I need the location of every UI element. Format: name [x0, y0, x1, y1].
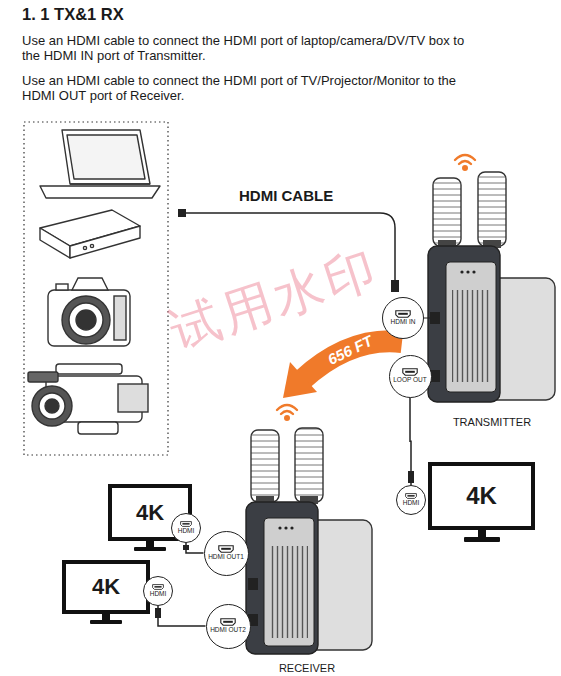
port-name: HDMI [178, 527, 195, 535]
monitor-screen: 4K [428, 462, 535, 530]
hdmi-port-icon [218, 545, 234, 553]
cable-connector [410, 398, 411, 486]
port-pins [154, 586, 161, 588]
device-unit: TRANSMITTER [426, 170, 558, 428]
source-group [24, 122, 168, 455]
receiver-device [246, 428, 372, 654]
port-outline [219, 546, 233, 552]
port-name: HDMI IN [391, 318, 416, 326]
instruction: Use an HDMI cable to connect the HDMI po… [22, 73, 484, 103]
port-pins [223, 621, 233, 623]
hdmi-port-icon [405, 493, 417, 499]
port-pins [398, 313, 408, 315]
port-outline [406, 494, 417, 499]
hdmi-port-icon [220, 618, 236, 626]
port-name: HDMI OUT2 [210, 626, 246, 634]
cable-connector [186, 543, 204, 553]
hdmi-port-icon [402, 368, 418, 376]
instruction: Use an HDMI cable to connect the HDMI po… [22, 33, 484, 63]
cable-label: HDMI CABLE [236, 187, 336, 204]
port-callout: HDMI [396, 485, 426, 515]
port-outline [403, 369, 417, 375]
title: 1. 1 TX&1 RX [22, 5, 124, 24]
hdmi-port-icon [180, 521, 192, 527]
port-name: HDMI [150, 590, 167, 598]
hdmi-port-icon [395, 310, 411, 318]
port-pins [182, 523, 189, 525]
port-name: HDMI OUT1 [208, 553, 244, 561]
cable-line [158, 606, 206, 626]
tv-box [40, 210, 140, 258]
port-outline [221, 619, 235, 625]
port-callout: HDMI [143, 576, 173, 606]
port-callout: HDMI OUT2 [206, 604, 251, 649]
port-pins [405, 371, 415, 373]
resolution-text: 4K [92, 574, 120, 600]
monitor-screen: 4K [62, 560, 150, 614]
device-name: TRANSMITTER [451, 416, 533, 428]
port-callout: HDMI IN [382, 297, 424, 339]
device-unit: RECEIVER [240, 424, 374, 674]
port-name: LOOP OUT [393, 376, 426, 384]
cable-connector [158, 606, 206, 626]
resolution-text: 4K [136, 500, 164, 526]
port-outline [396, 311, 410, 317]
port-name: HDMI [403, 499, 420, 507]
cable-plug [183, 545, 189, 550]
monitor-stand [90, 529, 500, 624]
port-outline [153, 585, 164, 590]
port-callout: HDMI [171, 513, 201, 543]
cable-line [186, 543, 204, 553]
transmitter-device [424, 172, 555, 402]
port-pins [407, 495, 414, 497]
laptop [40, 130, 160, 198]
port-outline [181, 522, 192, 527]
cable-plug [155, 608, 161, 618]
resolution-text: 4K [466, 482, 497, 510]
port-pins [221, 548, 231, 550]
device-name: RECEIVER [277, 662, 337, 674]
camera [48, 278, 130, 346]
camcorder [28, 364, 148, 434]
port-callout: LOOP OUT [389, 355, 432, 398]
cable-line [410, 398, 411, 486]
hdmi-port-icon [152, 584, 164, 590]
cable-plug [408, 471, 414, 483]
port-callout: HDMI OUT1 [204, 531, 249, 576]
